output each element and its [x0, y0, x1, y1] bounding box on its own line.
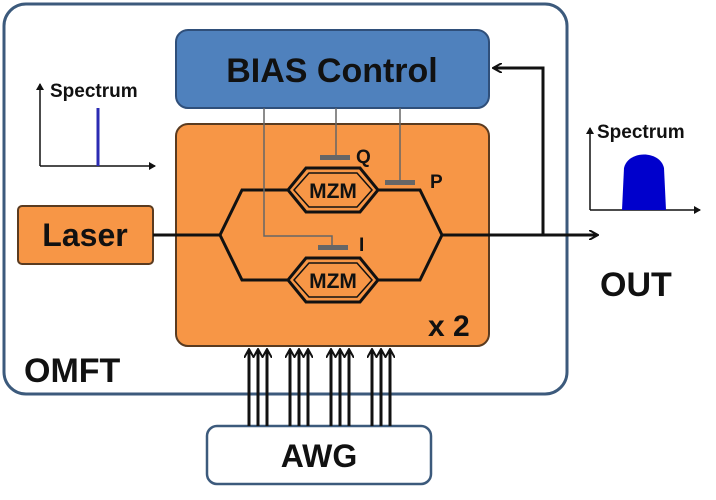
electrode-q-label: Q: [356, 147, 371, 168]
electrode-q: [320, 155, 350, 160]
laser-label: Laser: [42, 217, 127, 253]
electrode-i: [318, 245, 348, 250]
bias-line-i: [263, 108, 333, 245]
awg-drive-arrows: [249, 350, 390, 426]
output-spectrum-band: [622, 154, 666, 210]
input-spectrum-plot: Spectrum: [36, 81, 156, 170]
lower-arm-output: [378, 234, 444, 282]
output-spectrum-label: Spectrum: [597, 122, 685, 143]
bias-control-label: BIAS Control: [226, 52, 438, 90]
feedback-line: [494, 68, 545, 235]
input-spectrum-label: Spectrum: [50, 81, 138, 102]
mzm-top-inner: [292, 172, 374, 208]
electrode-p: [385, 180, 415, 185]
mzm-top-shape: [286, 166, 380, 214]
mzm-top-label: MZM: [309, 180, 357, 203]
electrode-i-label: I: [359, 235, 364, 256]
mzm-bottom-inner: [292, 262, 374, 298]
multiplier-label: x 2: [428, 310, 470, 343]
out-label: OUT: [600, 266, 672, 304]
awg-box: [205, 424, 433, 486]
upper-arm-output: [378, 188, 444, 236]
output-spectrum-plot: Spectrum: [586, 122, 701, 214]
mzm-bottom-shape: [286, 256, 380, 304]
upper-arm-waveguide: [218, 188, 288, 236]
lower-arm-waveguide: [218, 234, 288, 282]
electrode-p-label: P: [430, 172, 443, 193]
awg-label: AWG: [281, 438, 357, 474]
omft-label: OMFT: [24, 352, 121, 390]
bias-control-box: [175, 29, 490, 109]
mzm-bottom-label: MZM: [309, 270, 357, 293]
